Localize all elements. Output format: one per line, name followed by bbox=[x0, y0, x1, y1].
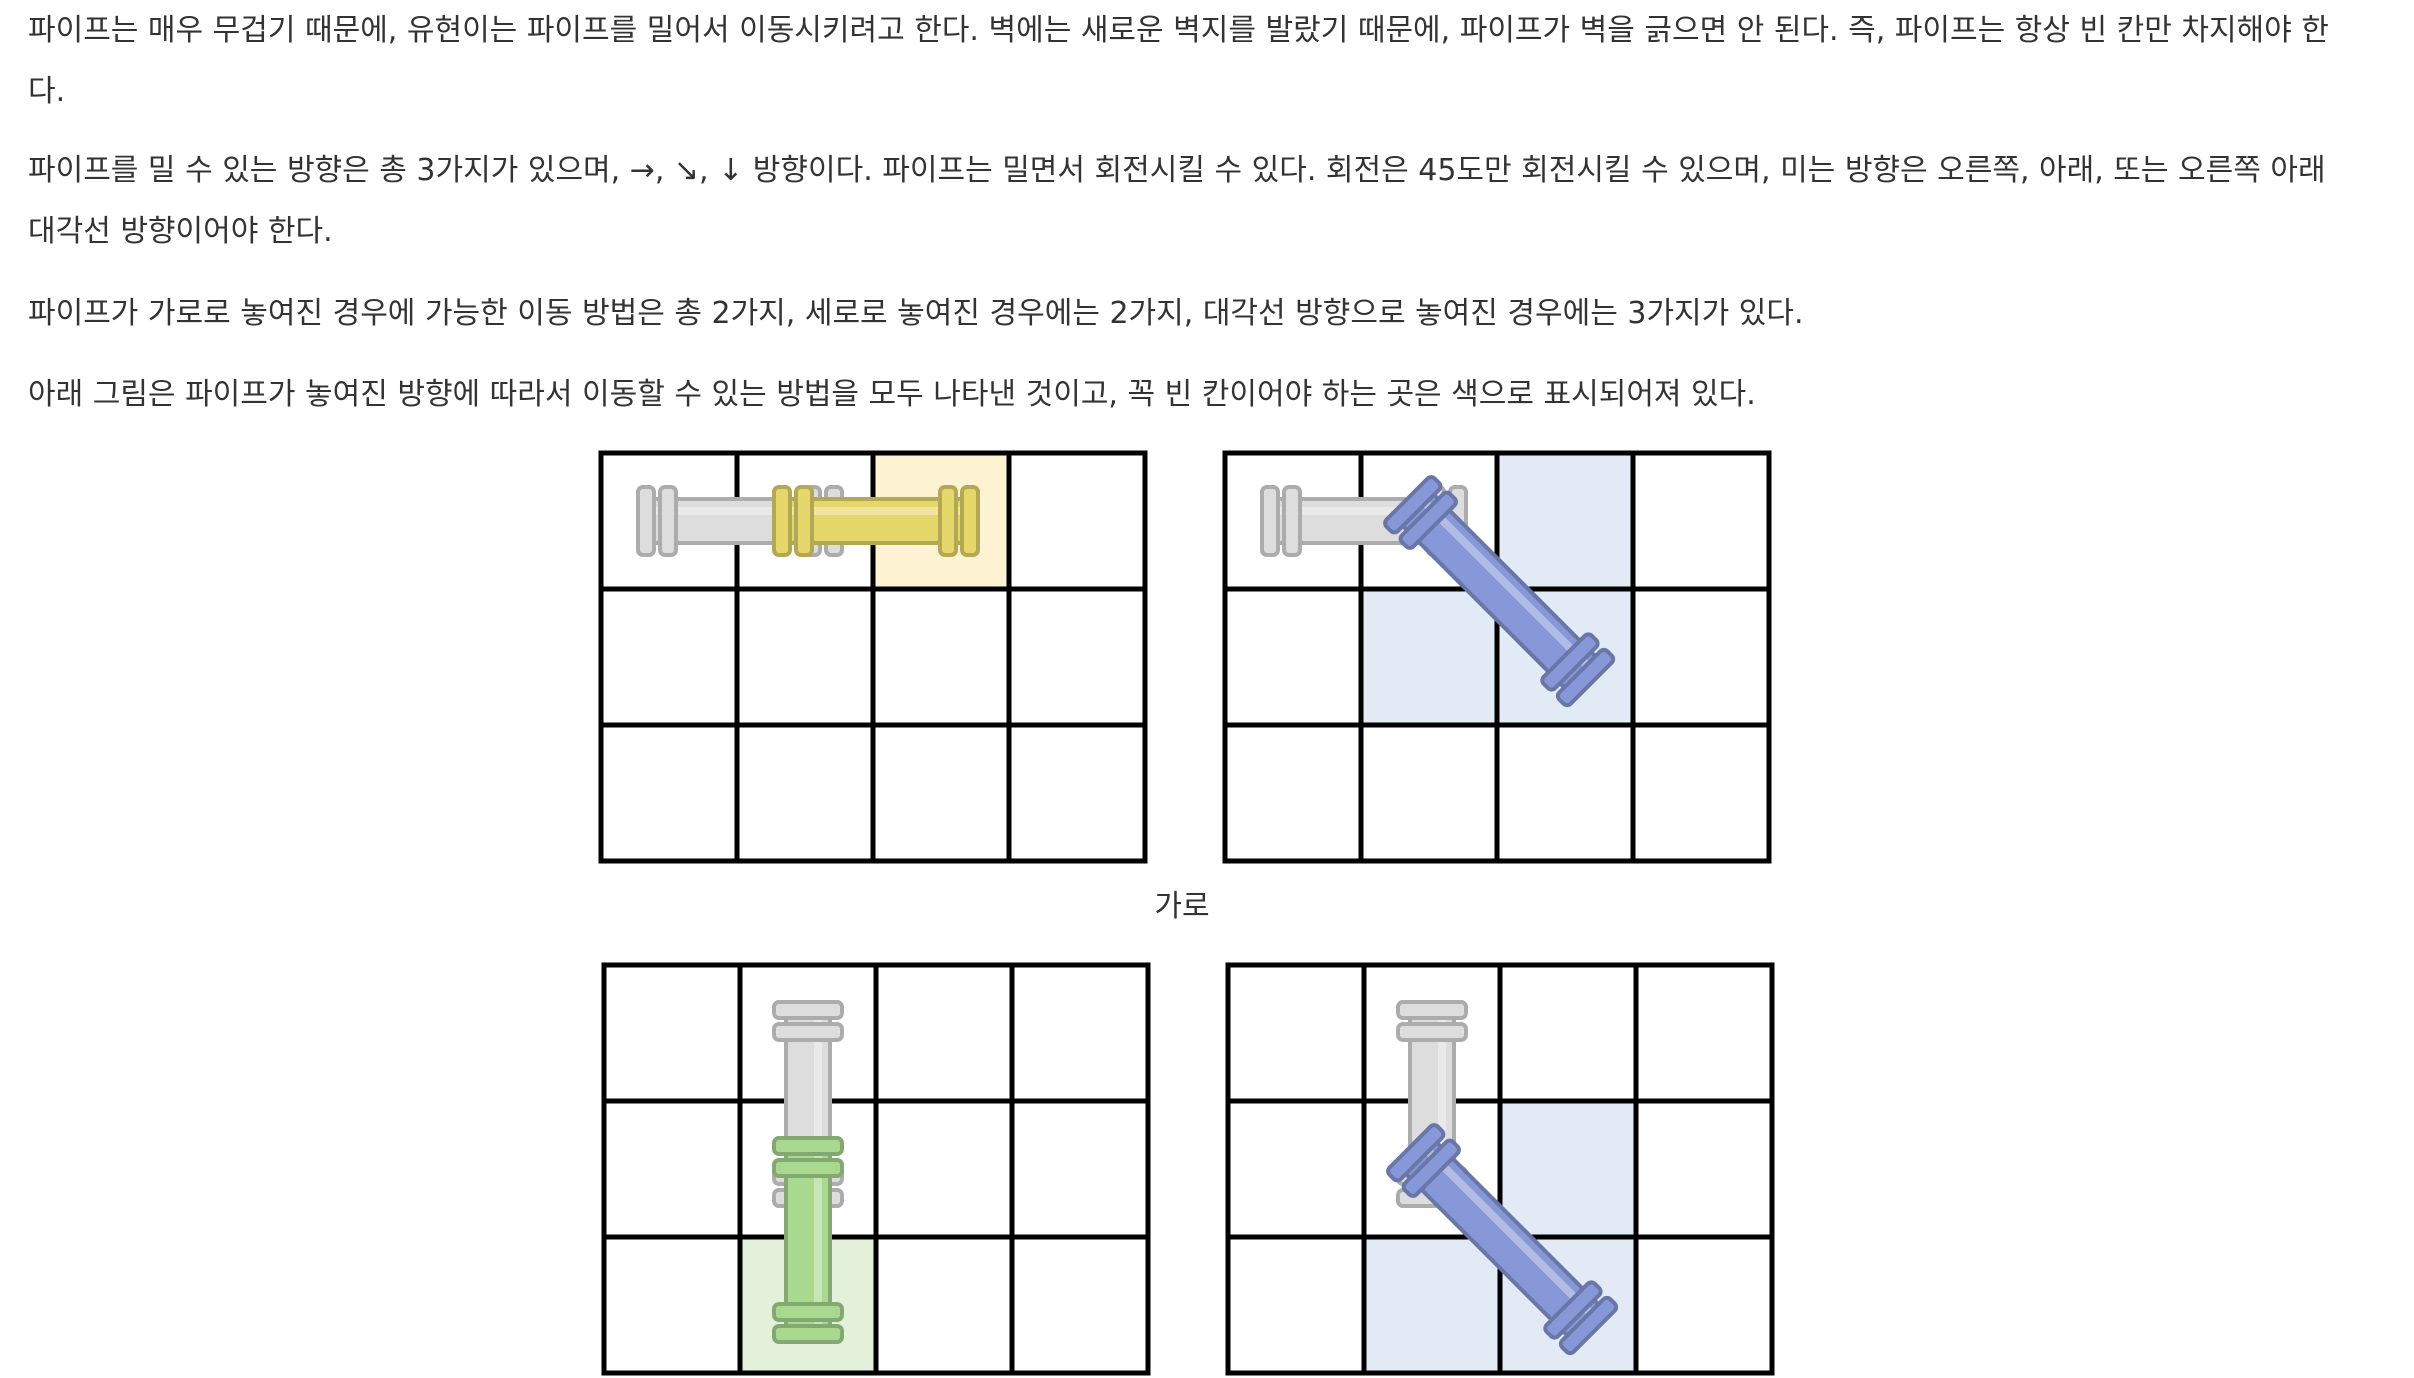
figure-caption: 가로 bbox=[1154, 889, 1210, 924]
empty-required-cell bbox=[1497, 453, 1633, 589]
pipe bbox=[1383, 475, 1616, 708]
pipe bbox=[772, 485, 980, 557]
figure-vertical-to-vertical bbox=[601, 962, 1151, 1376]
problem-paragraph-3: 파이프가 가로로 놓여진 경우에 가능한 이동 방법은 총 2가지, 세로로 놓… bbox=[28, 296, 1804, 331]
figure-horizontal-to-horizontal bbox=[598, 450, 1148, 864]
problem-paragraph-2: 파이프를 밀 수 있는 방향은 총 3가지가 있으며, →, ↘, ↓ 방향이다… bbox=[28, 153, 2326, 249]
empty-required-cell bbox=[1500, 1101, 1636, 1237]
problem-paragraph-1: 파이프는 매우 무겁기 때문에, 유현이는 파이프를 밀어서 이동시키려고 한다… bbox=[28, 13, 2329, 109]
pipe bbox=[772, 1136, 844, 1344]
figure-horizontal-to-diagonal bbox=[1222, 450, 1772, 864]
pipe bbox=[1386, 1123, 1619, 1356]
empty-required-cell bbox=[1364, 1237, 1500, 1373]
empty-required-cell bbox=[1361, 589, 1497, 725]
figure-vertical-to-diagonal bbox=[1225, 962, 1775, 1376]
problem-paragraph-4: 아래 그림은 파이프가 놓여진 방향에 따라서 이동할 수 있는 방법을 모두 … bbox=[28, 377, 1756, 412]
